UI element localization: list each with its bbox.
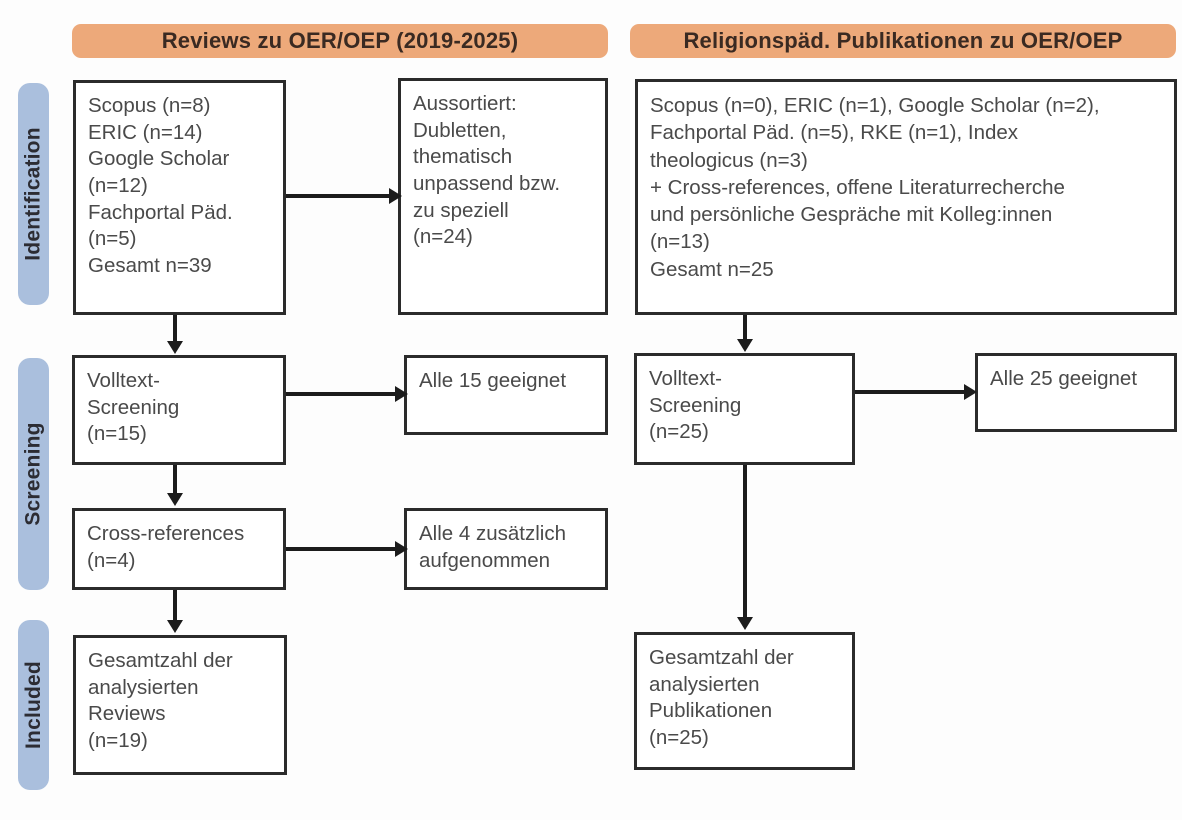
arrowhead-left-sources-to-screening: [167, 341, 183, 354]
arrowhead-left-screening-to-result: [395, 386, 408, 402]
stage-label-screening: Screening: [21, 422, 45, 526]
box-right-fulltext-result: Alle 25 geeignet: [975, 353, 1177, 432]
box-left-cross-references-result: Alle 4 zusätzlich aufgenommen: [404, 508, 608, 590]
box-left-fulltext-screening: Volltext- Screening (n=15): [72, 355, 286, 465]
box-left-excluded: Aussortiert: Dubletten, thematisch unpas…: [398, 78, 608, 315]
box-right-fulltext-screening: Volltext- Screening (n=25): [634, 353, 855, 465]
connector-left-sources-to-screening: [173, 315, 177, 343]
box-left-cross-references: Cross-references (n=4): [72, 508, 286, 590]
column-header-publications: Religionspäd. Publikationen zu OER/OEP: [630, 24, 1176, 58]
arrowhead-left-sources-to-excluded: [389, 188, 402, 204]
arrowhead-left-screening-to-crossrefs: [167, 493, 183, 506]
connector-right-screening-to-included: [743, 465, 747, 618]
arrowhead-left-crossrefs-to-included: [167, 620, 183, 633]
stage-label-identification: Identification: [21, 127, 45, 261]
column-header-reviews: Reviews zu OER/OEP (2019-2025): [72, 24, 608, 58]
arrowhead-right-sources-to-screening: [737, 339, 753, 352]
connector-left-crossrefs-to-result: [286, 547, 396, 551]
stage-label-included: Included: [21, 661, 45, 749]
connector-left-crossrefs-to-included: [173, 590, 177, 621]
box-right-identification-sources: Scopus (n=0), ERIC (n=1), Google Scholar…: [635, 79, 1177, 315]
connector-left-screening-to-result: [286, 392, 396, 396]
arrowhead-right-screening-to-included: [737, 617, 753, 630]
connector-left-screening-to-crossrefs: [173, 465, 177, 494]
connector-right-sources-to-screening: [743, 315, 747, 341]
connector-right-screening-to-result: [855, 390, 965, 394]
stage-pill-included: Included: [18, 620, 49, 790]
stage-pill-screening: Screening: [18, 358, 49, 590]
connector-left-sources-to-excluded: [286, 194, 390, 198]
box-left-identification-sources: Scopus (n=8) ERIC (n=14) Google Scholar …: [73, 80, 286, 315]
arrowhead-right-screening-to-result: [964, 384, 977, 400]
box-right-included-total: Gesamtzahl der analysierten Publikatione…: [634, 632, 855, 770]
box-left-fulltext-result: Alle 15 geeignet: [404, 355, 608, 435]
box-left-included-total: Gesamtzahl der analysierten Reviews (n=1…: [73, 635, 287, 775]
arrowhead-left-crossrefs-to-result: [395, 541, 408, 557]
stage-pill-identification: Identification: [18, 83, 49, 305]
